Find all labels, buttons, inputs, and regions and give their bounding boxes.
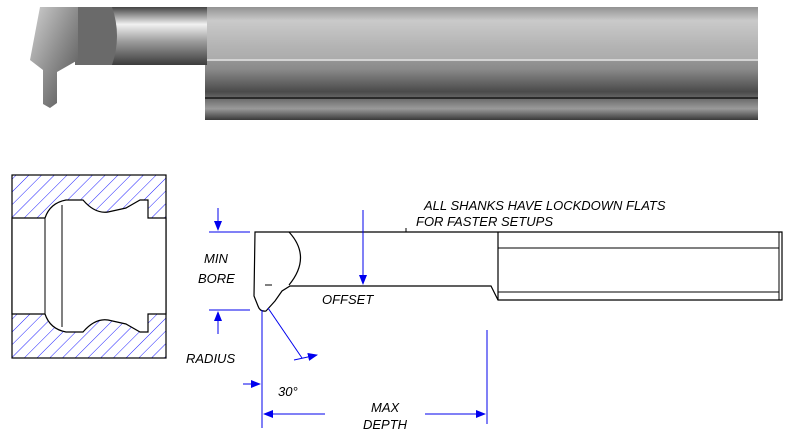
tool-profile [253, 231, 783, 312]
offset-label: OFFSET [322, 292, 374, 307]
note-line-1: ALL SHANKS HAVE LOCKDOWN FLATS [423, 198, 666, 213]
radius-label: RADIUS [186, 351, 235, 366]
photo-lockdown-flat [205, 7, 758, 59]
photo-neck [103, 7, 207, 65]
bore-cavity [11, 199, 167, 333]
max-depth-label-1: MAX [371, 400, 401, 415]
angle-label: 30° [278, 384, 298, 399]
min-bore-label-1: MIN [204, 251, 228, 266]
max-depth-label-2: DEPTH [363, 417, 408, 432]
workpiece-cross-section [11, 174, 167, 359]
min-bore-label-2: BORE [198, 271, 235, 286]
photo-cutting-tip [30, 7, 78, 108]
tool-groove-arc [288, 231, 301, 286]
note-line-2: FOR FASTER SETUPS [416, 214, 553, 229]
tool-photo [30, 7, 758, 120]
diagram-labels: ALL SHANKS HAVE LOCKDOWN FLATS FOR FASTE… [186, 198, 666, 432]
dimension-lines [209, 208, 488, 428]
tool-outline-drawing [253, 228, 783, 312]
photo-neck-front [75, 7, 117, 65]
